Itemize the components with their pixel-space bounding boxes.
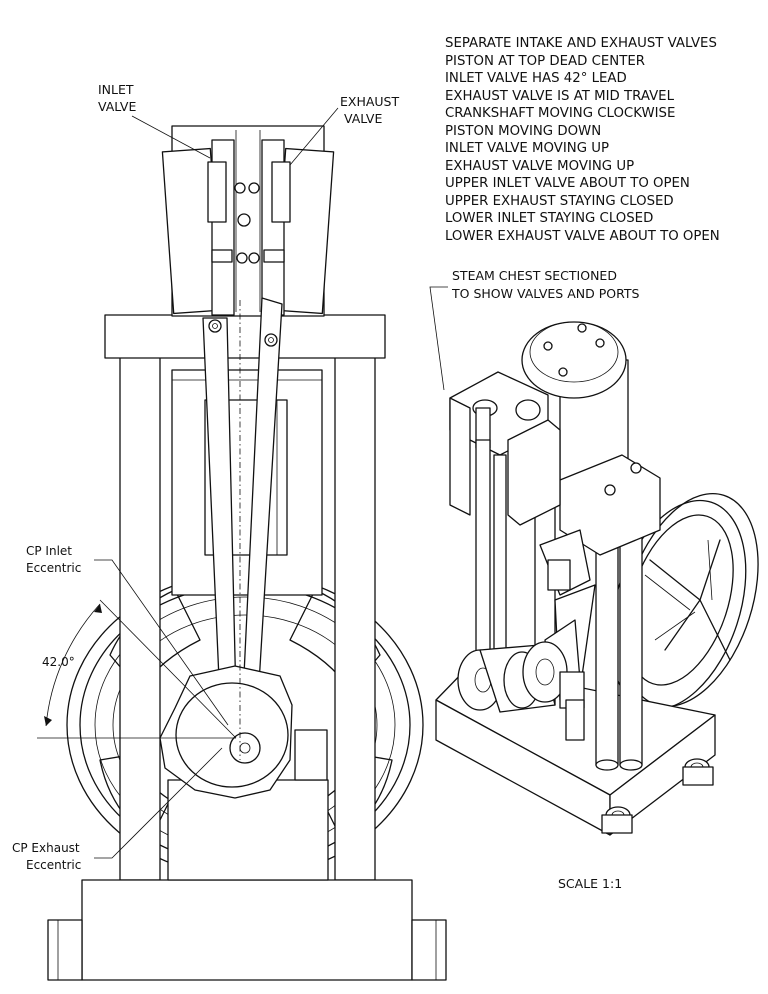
inlet-valve-spool: [207, 161, 227, 223]
exhaust-valve-label-line2: VALVE: [344, 111, 382, 126]
note-line: UPPER INLET VALVE ABOUT TO OPEN: [445, 176, 690, 191]
steam-chest-label-line1: STEAM CHEST SECTIONED: [452, 268, 617, 283]
angle-label: 42.0°: [42, 655, 75, 669]
cp-exhaust-label-line2: Eccentric: [26, 858, 81, 872]
note-line: PISTON MOVING DOWN: [445, 124, 601, 139]
exhaust-valve-label-line1: EXHAUST: [340, 94, 399, 109]
inlet-valve-label-line2: VALVE: [98, 99, 136, 114]
front-crossbar: [104, 314, 386, 359]
note-line: UPPER EXHAUST STAYING CLOSED: [445, 194, 674, 209]
front-base: [47, 879, 447, 981]
note-line: CRANKSHAFT MOVING CLOCKWISE: [445, 106, 675, 121]
note-line: SEPARATE INTAKE AND EXHAUST VALVES: [445, 36, 717, 51]
front-labels: INLET VALVE EXHAUST VALVE CP Inlet Eccen…: [12, 82, 399, 872]
front-view: INLET VALVE EXHAUST VALVE CP Inlet Eccen…: [12, 82, 447, 981]
eccentrics-iso: [457, 641, 585, 741]
note-line: EXHAUST VALVE IS AT MID TRAVEL: [445, 89, 675, 104]
note-line: EXHAUST VALVE MOVING UP: [445, 159, 634, 174]
cp-inlet-label-line1: CP Inlet: [26, 544, 72, 558]
cp-exhaust-label-line1: CP Exhaust: [12, 841, 80, 855]
note-line: PISTON AT TOP DEAD CENTER: [445, 54, 645, 69]
note-line: LOWER INLET STAYING CLOSED: [445, 211, 653, 226]
front-eccentric: [159, 665, 293, 799]
note-line: INLET VALVE MOVING UP: [445, 141, 609, 156]
notes-list: SEPARATE INTAKE AND EXHAUST VALVES PISTO…: [445, 36, 720, 244]
isometric-view: STEAM CHEST SECTIONED TO SHOW VALVES AND…: [429, 268, 759, 891]
note-line: INLET VALVE HAS 42° LEAD: [445, 71, 627, 86]
front-cylinder: [161, 125, 335, 317]
inlet-valve-label-line1: INLET: [98, 82, 134, 97]
scale-label: SCALE 1:1: [558, 876, 622, 891]
cp-inlet-label-line2: Eccentric: [26, 561, 81, 575]
front-dimensions: [37, 300, 241, 859]
note-line: LOWER EXHAUST VALVE ABOUT TO OPEN: [445, 229, 720, 244]
steam-chest-label-line2: TO SHOW VALVES AND PORTS: [451, 286, 639, 301]
exhaust-valve-spool: [271, 161, 291, 223]
